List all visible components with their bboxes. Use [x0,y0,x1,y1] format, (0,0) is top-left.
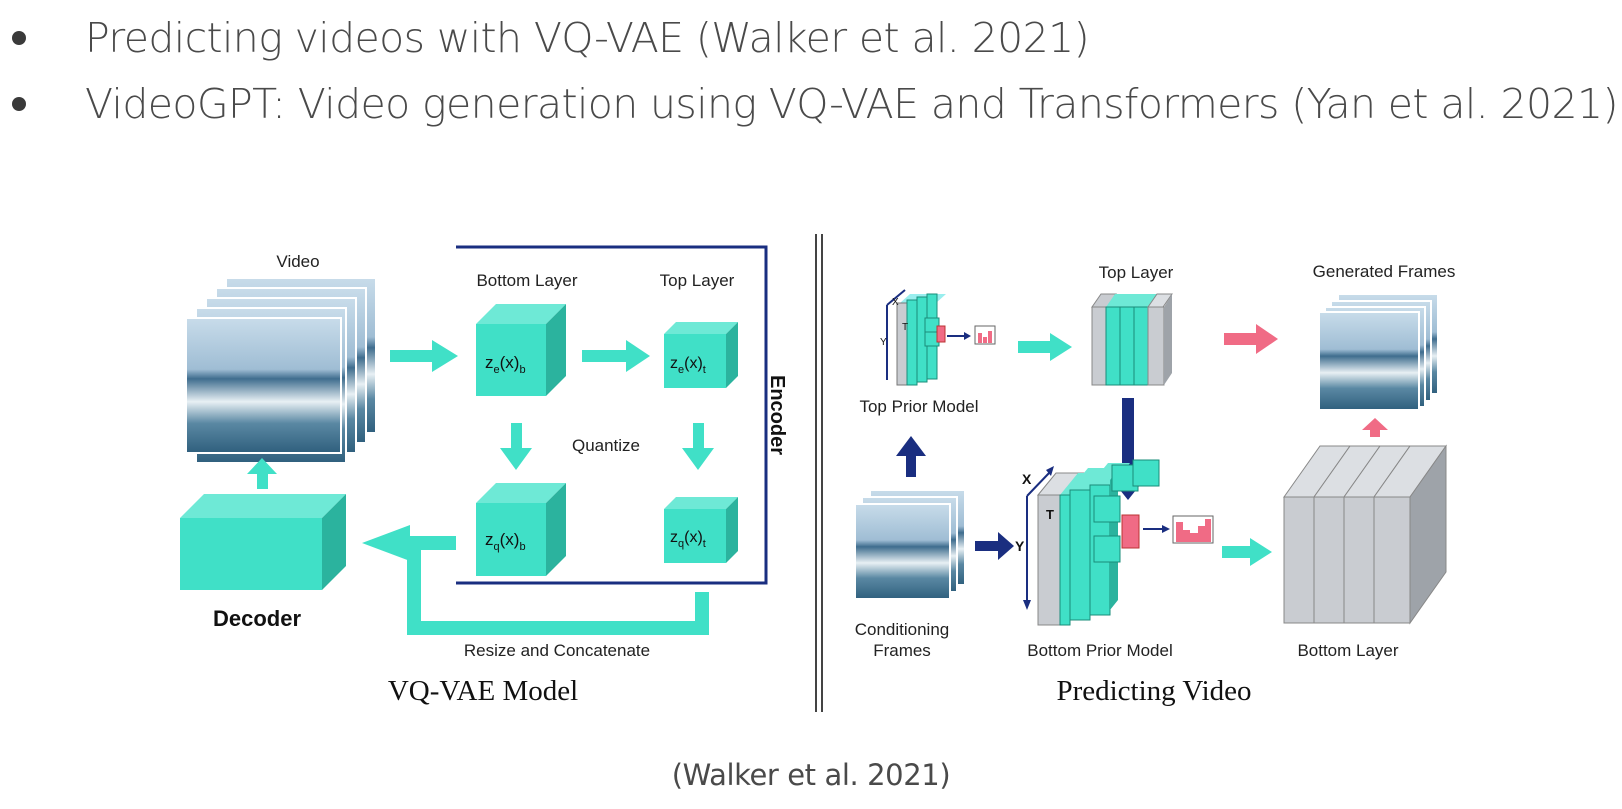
bottom-prior-model: X Y T [1015,459,1214,626]
bullet-text: VideoGPT: Video generation using VQ-VAE … [85,80,1618,128]
zq-bottom-cube: zq(x)b [476,483,566,576]
arrow-left-icon [362,525,456,561]
vqvae-panel: Video Encoder Bottom Layer Top Layer ze(… [180,245,788,707]
ze-bottom-cube: ze(x)b [476,304,566,396]
arrow-right-icon [1018,333,1072,361]
resize-concat-path [407,548,709,635]
predict-panel: X Y T Top Prior Model [854,262,1456,707]
vqvae-title: VQ-VAE Model [388,675,578,707]
axis-y-label: Y [1015,538,1025,554]
arrow-right-icon [1224,324,1278,354]
conditioning-label-1: Conditioning [855,620,950,639]
svg-text:X: X [892,297,899,308]
quantize-label: Quantize [572,436,640,455]
ze-t-label: ze(x)t [670,355,706,376]
arrow-right-icon [975,532,1014,560]
axis-x-label: X [1022,471,1032,487]
arrow-up-icon [1362,418,1388,437]
arrow-up-icon [247,458,277,489]
conditioning-label-2: Frames [873,641,931,660]
ze-top-cube: ze(x)t [664,322,738,388]
arrow-right-icon [1222,538,1272,566]
encoder-bracket [456,245,768,585]
encoder-label: Encoder [766,375,788,455]
ze-b-label: ze(x)b [485,353,526,376]
video-frames [185,277,377,464]
bottom-layer-stack [1283,444,1447,625]
figure-caption: (Walker et al. 2021) [671,758,951,792]
zq-top-cube: zq(x)t [664,497,738,563]
top-layer-label: Top Layer [660,271,735,290]
svg-text:Y: Y [880,337,887,348]
resize-label: Resize and Concatenate [464,641,650,660]
bullet-dot [12,97,26,111]
arrow-down-icon [1112,398,1144,500]
arrow-down-icon [682,423,714,470]
predict-title: Predicting Video [1056,675,1251,707]
bottom-layer-right-label: Bottom Layer [1297,641,1398,660]
generated-frames [1318,293,1439,411]
arrow-right-icon [582,340,650,372]
zq-t-label: zq(x)t [670,529,706,550]
arrow-right-icon [390,340,458,372]
zq-b-label: zq(x)b [485,530,526,553]
axis-t-label: T [1046,507,1054,522]
conditioning-frames [854,489,966,600]
top-layer-right-label: Top Layer [1099,263,1174,282]
bottom-layer-label: Bottom Layer [476,271,577,290]
bullet-text: Predicting videos with VQ-VAE (Walker et… [85,14,1090,62]
video-label: Video [276,252,319,271]
arrow-down-icon [500,423,532,470]
generated-frames-label: Generated Frames [1313,262,1456,281]
decoder-label: Decoder [213,606,301,631]
top-prior-model: X Y T [880,289,996,386]
decoder-box [180,494,346,590]
bullet-dot [12,31,26,45]
bottom-prior-label: Bottom Prior Model [1027,641,1173,660]
top-layer-stack [1091,293,1173,386]
svg-text:T: T [902,322,908,333]
arrow-up-icon [896,436,926,477]
top-prior-label: Top Prior Model [859,397,978,416]
